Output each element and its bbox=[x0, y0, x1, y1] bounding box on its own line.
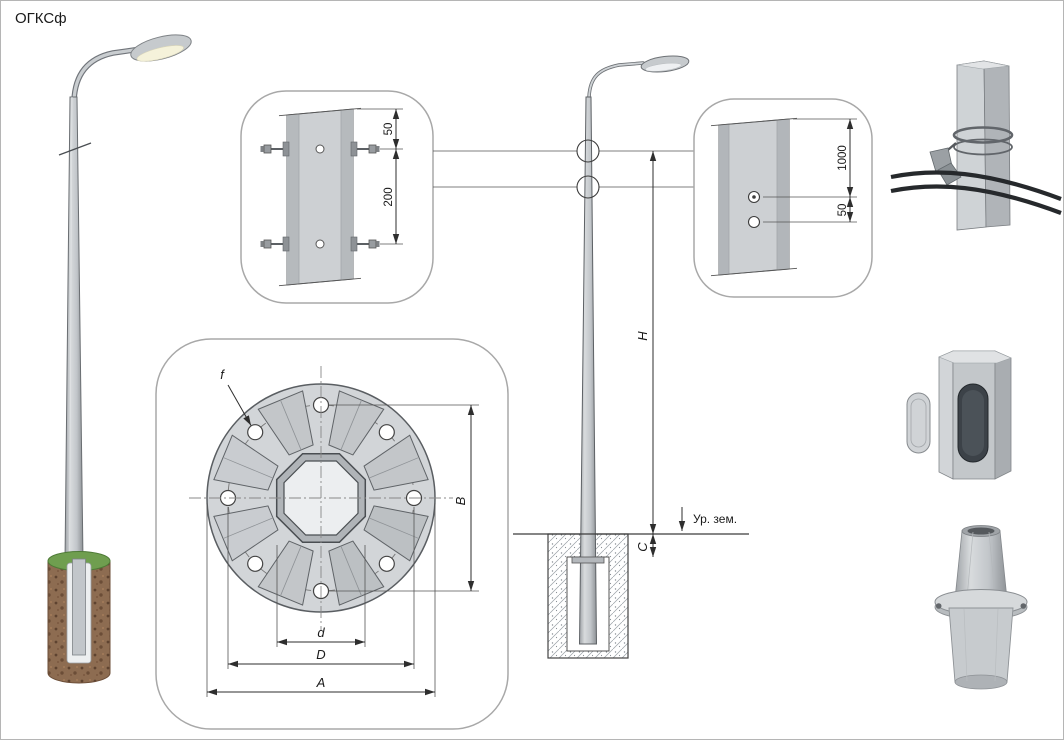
pole-base-cone bbox=[954, 530, 1008, 600]
foundation-shroud bbox=[948, 607, 1014, 683]
ground-level-label: Ур. зем. bbox=[693, 512, 737, 526]
left-pole-render bbox=[47, 34, 192, 684]
dim-50-right-label: 50 bbox=[837, 204, 849, 217]
break-line bbox=[278, 277, 362, 287]
base-flange-render bbox=[934, 525, 1028, 690]
clamp-bolts-row1 bbox=[260, 141, 380, 157]
pole-face-right bbox=[983, 60, 1011, 228]
steel-band bbox=[952, 126, 1014, 144]
pole-top-cap bbox=[938, 350, 1012, 364]
pole-shaft bbox=[64, 96, 84, 562]
detail-marker-circle-1 bbox=[576, 139, 600, 163]
dim-C-label: C bbox=[635, 542, 650, 552]
dim-50-label: 50 bbox=[383, 123, 395, 136]
break-line bbox=[278, 107, 362, 117]
cable-clamp-render bbox=[890, 60, 1062, 231]
lamp-head bbox=[130, 34, 192, 62]
dim-B-label: B bbox=[453, 496, 468, 505]
elevation-lamp bbox=[640, 55, 690, 73]
label-f: f bbox=[220, 367, 225, 382]
detail-marker-circle-2 bbox=[576, 175, 600, 199]
dim-D-label: D bbox=[316, 647, 325, 662]
door-cover-plate bbox=[906, 392, 931, 454]
elevation-view: Ур. зем. H C bbox=[433, 55, 749, 659]
steel-band bbox=[953, 138, 1013, 156]
access-door-render bbox=[906, 350, 1012, 480]
drawing-title: ОГКСф bbox=[15, 10, 67, 27]
break-line bbox=[710, 267, 798, 277]
foundation-render bbox=[47, 551, 111, 684]
dim-1000-label: 1000 bbox=[837, 145, 849, 171]
cable bbox=[890, 184, 1062, 215]
cable bbox=[890, 170, 1062, 201]
pole-top-cap bbox=[956, 60, 1010, 70]
bolt-holes bbox=[219, 396, 423, 600]
cable-hole bbox=[747, 215, 761, 229]
elevation-pole bbox=[578, 96, 598, 645]
clamp-bolts-row2 bbox=[260, 236, 380, 252]
pole-face-left bbox=[956, 60, 987, 231]
dim-d-label: d bbox=[317, 625, 325, 640]
f-leader bbox=[227, 384, 252, 426]
dim-200-label: 200 bbox=[383, 187, 395, 206]
embedded-pole bbox=[72, 558, 86, 656]
band-clamp-mark bbox=[58, 142, 92, 156]
dim-H-label: H bbox=[635, 331, 650, 341]
dim-A-label: A bbox=[316, 675, 326, 690]
flange-detail-callout: f B d D A bbox=[155, 338, 509, 730]
hole-detail-callout: 1000 50 bbox=[693, 98, 873, 298]
clamp-detail-callout: 50 200 bbox=[240, 90, 434, 304]
elevation-arm bbox=[587, 61, 645, 99]
gussets bbox=[213, 390, 429, 606]
base-flange-section bbox=[571, 556, 605, 564]
break-line bbox=[710, 117, 798, 127]
